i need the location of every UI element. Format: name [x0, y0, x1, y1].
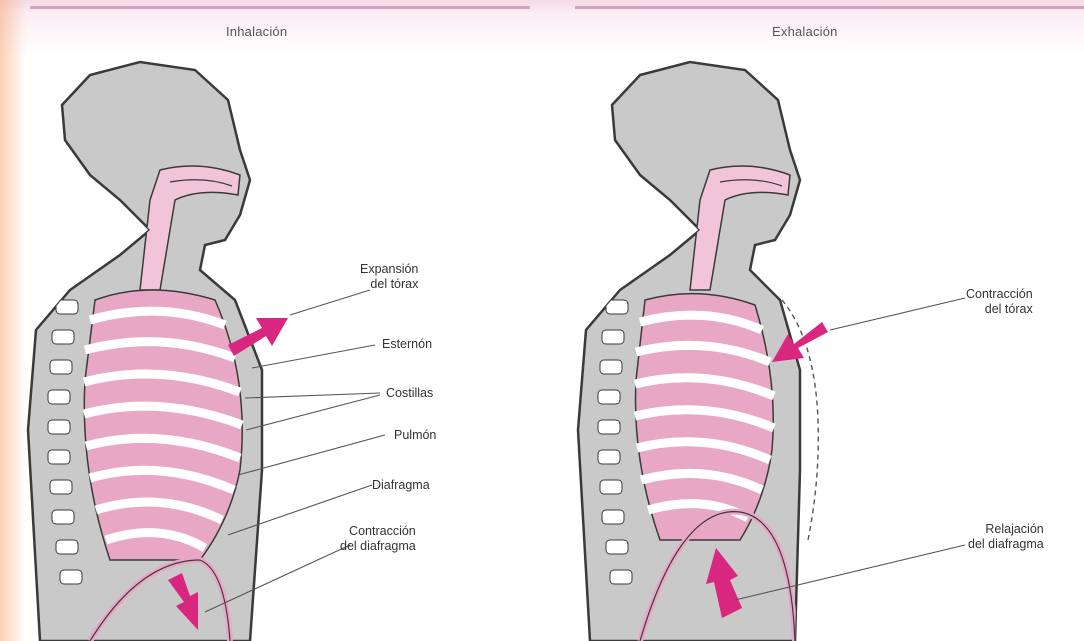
label-relajacion-diafragma-line2: del diafragma	[968, 537, 1044, 552]
label-expansion-line1: Expansión	[360, 262, 418, 277]
label-contraccion-torax-line2: del tórax	[966, 302, 1033, 317]
label-contraccion-torax-line1: Contracción	[966, 287, 1033, 302]
label-costillas: Costillas	[386, 386, 433, 401]
label-contraccion-diafragma: Contracción del diafragma	[340, 524, 416, 554]
figure-exhalacion	[578, 62, 965, 641]
label-contraccion-torax: Contracción del tórax	[966, 287, 1033, 317]
label-contraccion-diafragma-line1: Contracción	[340, 524, 416, 539]
label-contraccion-diafragma-line2: del diafragma	[340, 539, 416, 554]
label-expansion-line2: del tórax	[360, 277, 418, 292]
label-esternon: Esternón	[382, 337, 432, 352]
label-relajacion-diafragma-line1: Relajación	[968, 522, 1044, 537]
label-relajacion-diafragma: Relajación del diafragma	[968, 522, 1044, 552]
figure-inhalacion	[28, 62, 385, 641]
label-diafragma: Diafragma	[372, 478, 430, 493]
label-pulmon: Pulmón	[394, 428, 436, 443]
label-expansion-torax: Expansión del tórax	[360, 262, 418, 292]
